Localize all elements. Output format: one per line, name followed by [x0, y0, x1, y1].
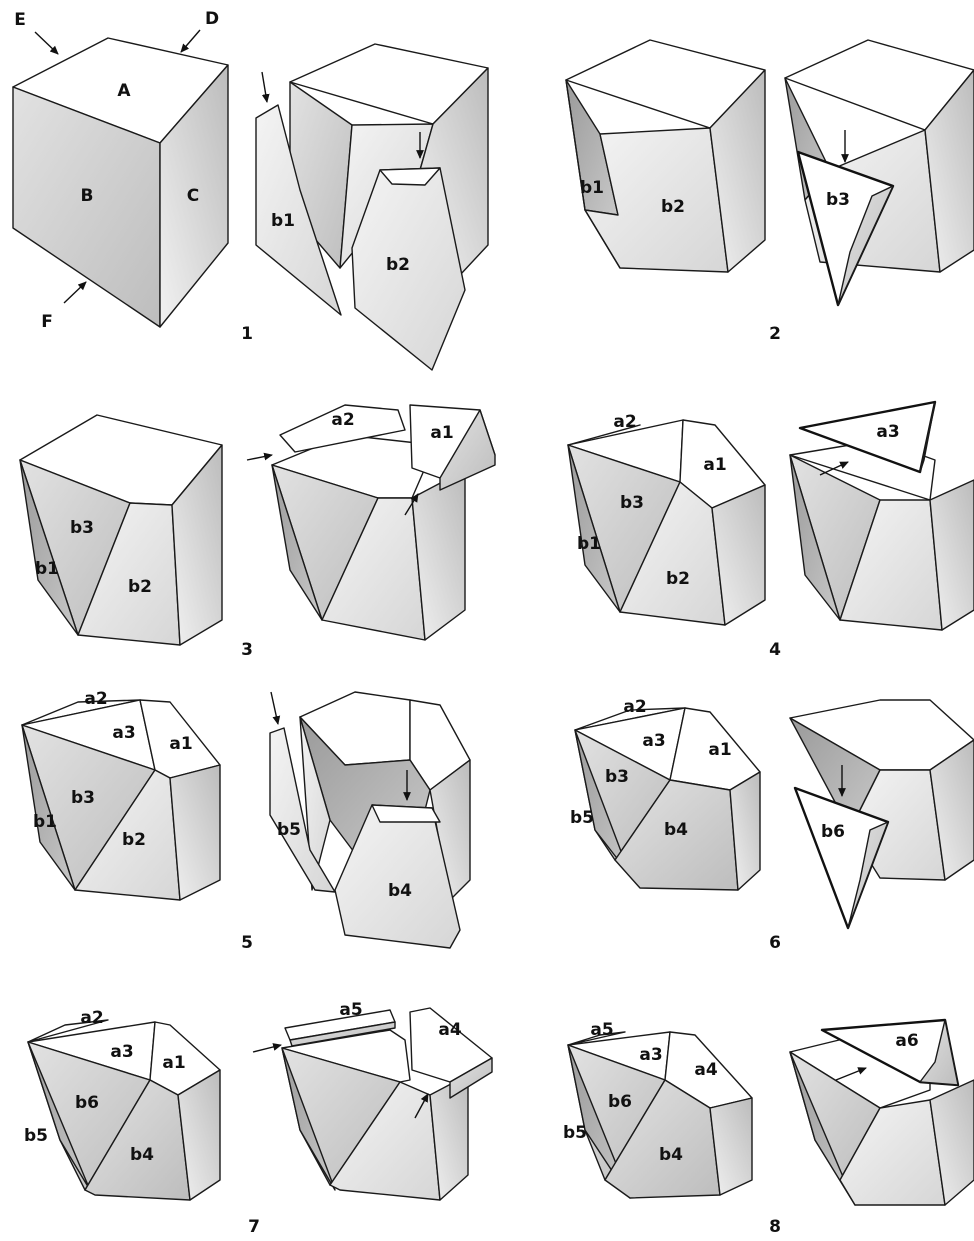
label-b4: b4 [659, 1145, 683, 1165]
arrow-D [181, 30, 200, 52]
label-b3: b3 [70, 518, 94, 538]
step-7-cut: a5 a4 [253, 1000, 492, 1200]
piece-b4-top [372, 805, 440, 822]
step-8-block: a5 a3 a4 b6 b5 b4 [563, 1020, 752, 1198]
label-b1: b1 [271, 211, 295, 231]
label-b1: b1 [35, 559, 59, 579]
label-a2: a2 [623, 697, 646, 717]
label-b5: b5 [24, 1126, 48, 1146]
step-2-block: b1 b2 [566, 40, 765, 272]
step-1-cut: b1 b2 [256, 44, 488, 370]
label-b2: b2 [661, 197, 685, 217]
label-b5: b5 [570, 808, 594, 828]
step-4-block: a2 a1 b3 b1 b2 [568, 412, 765, 625]
label-b3: b3 [826, 190, 850, 210]
label-b6: b6 [75, 1093, 99, 1113]
step-4: a2 a1 b3 b1 b2 a3 4 [568, 402, 974, 660]
step-8-number: 8 [769, 1217, 781, 1236]
label-b1: b1 [577, 534, 601, 554]
label-b3: b3 [620, 493, 644, 513]
step-4-cut: a3 [790, 402, 974, 630]
arrow-a5 [253, 1045, 281, 1052]
step-5-cut: b5 b4 [270, 692, 470, 948]
label-a2: a2 [613, 412, 636, 432]
step-7: a2 a3 a1 b6 b5 b4 a5 a4 7 [24, 1000, 492, 1236]
label-a2: a2 [80, 1008, 103, 1028]
step-6: a2 a3 a1 b3 b5 b4 b6 6 [570, 697, 974, 953]
step-2-cut: b3 [785, 40, 974, 305]
label-a1: a1 [430, 423, 453, 443]
label-a5: a5 [339, 1000, 362, 1020]
label-C: C [187, 186, 199, 206]
arrow-a2 [247, 455, 272, 460]
label-A: A [117, 81, 131, 101]
label-b5: b5 [277, 820, 301, 840]
arrow-b5 [271, 692, 278, 724]
step-6-number: 6 [769, 933, 781, 953]
label-b1: b1 [33, 812, 57, 832]
step-3: b3 b1 b2 a2 a1 3 [20, 405, 495, 660]
corner-label-E: E [14, 10, 26, 30]
label-a3: a3 [112, 723, 135, 743]
arrow-E [35, 32, 58, 54]
label-a3: a3 [876, 422, 899, 442]
label-b4: b4 [664, 820, 688, 840]
step-6-cut: b6 [790, 700, 974, 928]
arrow-b1 [262, 72, 267, 102]
label-b1: b1 [580, 178, 604, 198]
step-7-number: 7 [248, 1217, 260, 1236]
step-1-number: 1 [241, 324, 253, 344]
label-a4: a4 [694, 1060, 717, 1080]
step-8: a5 a3 a4 b6 b5 b4 a6 8 [563, 1020, 974, 1236]
label-b2: b2 [386, 255, 410, 275]
label-b4: b4 [130, 1145, 154, 1165]
label-a3: a3 [642, 731, 665, 751]
step-2-number: 2 [769, 324, 781, 344]
label-b2: b2 [666, 569, 690, 589]
step-1: A B C E D F b1 b2 1 [13, 9, 488, 370]
step-5-block: a2 a3 a1 b3 b1 b2 [22, 689, 220, 900]
label-a6: a6 [895, 1031, 918, 1051]
label-b2: b2 [128, 577, 152, 597]
corner-label-F: F [41, 312, 53, 332]
label-b5: b5 [563, 1123, 587, 1143]
label-a3: a3 [639, 1045, 662, 1065]
label-a5: a5 [590, 1020, 613, 1040]
step-5-number: 5 [241, 933, 253, 953]
label-b4: b4 [388, 881, 412, 901]
step-3-block: b3 b1 b2 [20, 415, 222, 645]
step-3-number: 3 [241, 640, 253, 660]
step-8-cut: a6 [790, 1020, 974, 1205]
step-4-number: 4 [769, 640, 781, 660]
label-a1: a1 [162, 1053, 185, 1073]
label-B: B [81, 186, 94, 206]
step-6-block: a2 a3 a1 b3 b5 b4 [570, 697, 760, 890]
step-5: a2 a3 a1 b3 b1 b2 b5 b4 5 [22, 689, 470, 953]
label-a3: a3 [110, 1042, 133, 1062]
corner-label-D: D [205, 9, 219, 29]
label-a1: a1 [708, 740, 731, 760]
label-a1: a1 [169, 734, 192, 754]
label-a2: a2 [331, 410, 354, 430]
step-7-block: a2 a3 a1 b6 b5 b4 [24, 1008, 220, 1200]
label-b6: b6 [608, 1092, 632, 1112]
label-a4: a4 [438, 1020, 461, 1040]
step-1-block: A B C E D F [13, 9, 228, 332]
step-3-cut: a2 a1 [247, 405, 495, 640]
label-a2: a2 [84, 689, 107, 709]
label-a1: a1 [703, 455, 726, 475]
label-b3: b3 [605, 767, 629, 787]
arrow-F [64, 282, 86, 303]
step-2: b1 b2 b3 2 [566, 40, 974, 344]
label-b6: b6 [821, 822, 845, 842]
label-b3: b3 [71, 788, 95, 808]
label-b2: b2 [122, 830, 146, 850]
